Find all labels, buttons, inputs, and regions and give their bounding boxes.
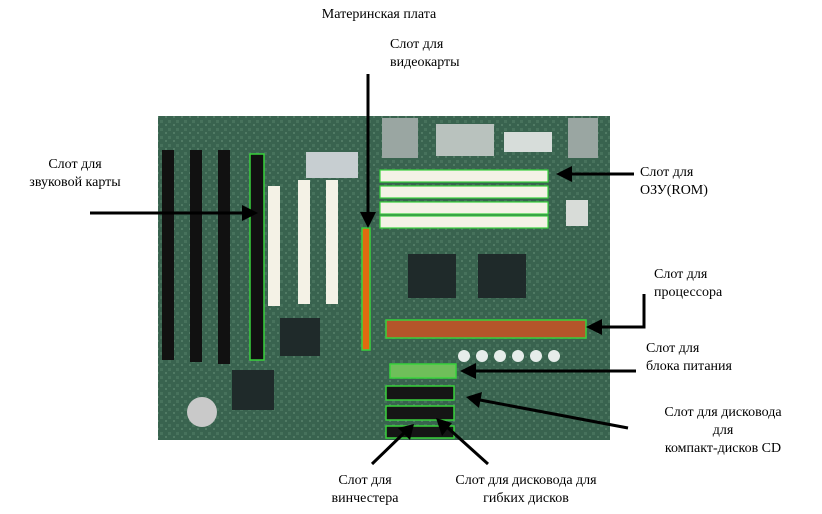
arrow-cd-head (466, 392, 482, 408)
label-cpu-slot: Слот для процессора (654, 267, 723, 300)
arrow-video-head (360, 212, 376, 228)
arrow-ram-head (556, 166, 572, 182)
arrow-fdd-head (436, 418, 452, 436)
arrow-sound-head (242, 205, 258, 221)
arrow-fdd (446, 426, 490, 466)
label-cd-slot: Слот для дисковода для компакт-дисков CD (664, 405, 782, 456)
label-sound-slot: Слот для звуковой карты (29, 157, 121, 190)
arrow-cd (479, 398, 629, 430)
arrow-cpu-head (586, 319, 602, 335)
motherboard-photo (158, 116, 610, 440)
label-hdd-slot: Слот для винчестера (331, 473, 399, 506)
label-power-slot: Слот для блока питания (646, 341, 732, 374)
arrow-power-head (460, 363, 476, 379)
label-video-slot: Слот для видеокарты (390, 37, 460, 70)
label-ram-slot: Слот для ОЗУ(ROM) (640, 165, 708, 198)
pointer-arrows (90, 74, 646, 466)
label-fdd-slot: Слот для дисковода для гибких дисков (455, 473, 597, 506)
arrow-hdd (370, 431, 406, 466)
arrow-cpu (600, 294, 646, 329)
diagram-title: Материнская плата (321, 7, 437, 22)
arrow-hdd-head (398, 424, 414, 440)
